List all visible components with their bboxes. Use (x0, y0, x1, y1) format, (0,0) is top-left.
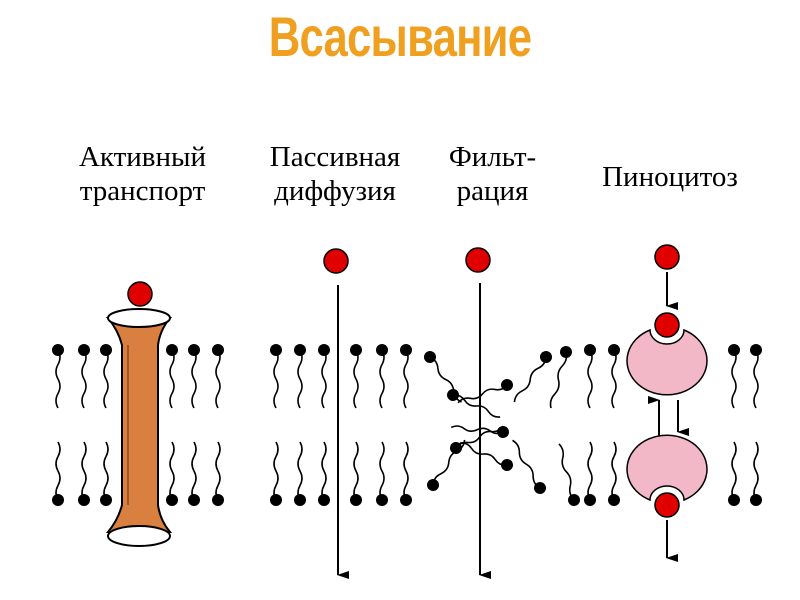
particle-icon (654, 244, 680, 270)
lipid-molecule (512, 439, 546, 494)
lipid-molecule (212, 344, 224, 409)
active-transport-channel (105, 308, 173, 547)
lipid-molecule (188, 441, 200, 506)
lipid-molecule (608, 344, 620, 409)
lipid-molecule (400, 441, 412, 506)
lipid-molecule (294, 344, 306, 409)
lipid-bilayer (52, 344, 762, 506)
lipid-molecule (100, 344, 112, 409)
label-active-line2: транспорт (79, 175, 206, 207)
lipid-molecule (212, 441, 224, 506)
label-passive-line2: диффузия (274, 175, 396, 207)
lipid-molecule (52, 344, 64, 409)
lipid-molecule (376, 344, 388, 409)
lipid-molecule (728, 344, 740, 409)
lipid-molecule (424, 351, 462, 403)
lipid-molecule (457, 379, 513, 404)
lipid-molecule (750, 441, 762, 506)
lipid-molecule (188, 344, 200, 409)
label-active-line1: Активный (78, 141, 207, 173)
lipid-molecule (558, 443, 580, 506)
lipid-molecule (318, 441, 330, 506)
lipid-molecule (350, 441, 362, 506)
lipid-molecule (450, 425, 509, 438)
lipid-molecule (318, 344, 330, 409)
label-passive-diffusion: Пассивная диффузия (245, 140, 425, 208)
vesicle-top (626, 312, 708, 396)
diagram-title: Всасывание (268, 5, 532, 68)
particle-icon (127, 281, 153, 307)
lipid-molecule (270, 441, 282, 506)
lipid-molecule (78, 441, 90, 506)
lipid-molecule (427, 439, 466, 491)
lipid-molecule (584, 441, 596, 506)
lipid-molecule (447, 389, 501, 418)
lipid-molecule (78, 344, 90, 409)
label-passive-line1: Пассивная (269, 141, 401, 173)
lipid-molecule (376, 441, 388, 506)
lipid-molecule (608, 441, 620, 506)
lipid-molecule (513, 351, 552, 403)
lipid-molecule (270, 344, 282, 409)
lipid-molecule (400, 344, 412, 409)
lipid-molecule (584, 344, 596, 409)
label-filtration: Фильт- рация (430, 140, 555, 208)
lipid-molecule (549, 346, 572, 409)
particle-icon (323, 248, 349, 274)
particle-icon (465, 247, 491, 273)
vesicle-bottom (626, 434, 708, 518)
lipid-molecule (728, 441, 740, 506)
lipid-molecule (459, 442, 513, 471)
lipid-molecule (100, 441, 112, 506)
lipid-molecule (52, 441, 64, 506)
lipid-molecule (166, 441, 178, 506)
label-active-transport: Активный транспорт (55, 140, 230, 208)
lipid-molecule (294, 441, 306, 506)
lipid-molecule (750, 344, 762, 409)
lipid-molecule (350, 344, 362, 409)
lipid-molecule (166, 344, 178, 409)
label-pinocytosis: Пиноцитоз (602, 161, 738, 193)
label-filtration-line1: Фильт- (448, 141, 537, 173)
label-filtration-line2: рация (456, 175, 529, 207)
